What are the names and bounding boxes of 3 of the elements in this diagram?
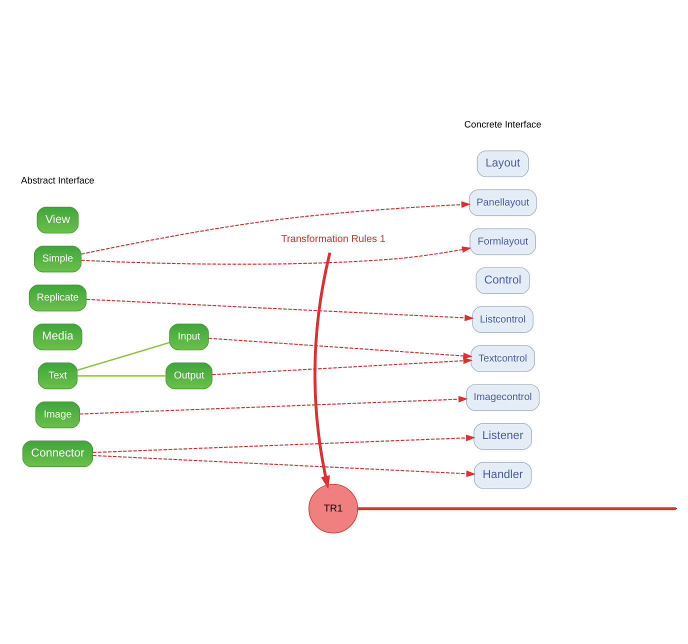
label: Concrete Interface — [464, 118, 542, 129]
label: Abstract Interface — [21, 175, 94, 186]
node-text: Transformation Rules 1 — [281, 234, 386, 245]
